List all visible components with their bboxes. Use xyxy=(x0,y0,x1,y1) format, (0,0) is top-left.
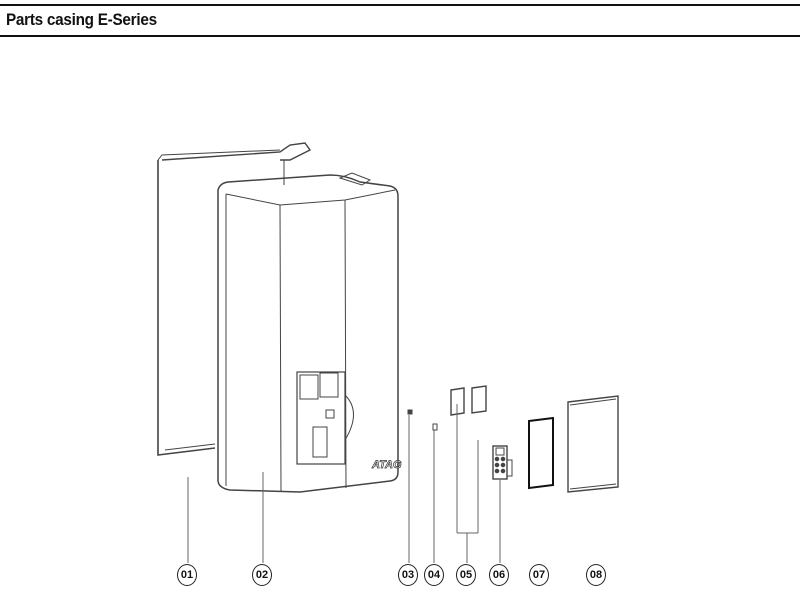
page-title: Parts casing E-Series xyxy=(6,10,157,29)
callout-01: 01 xyxy=(177,564,197,586)
callout-04: 04 xyxy=(424,564,444,586)
part-05-covers xyxy=(450,385,487,416)
part-01-rear-frame xyxy=(157,142,312,456)
callout-07: 07 xyxy=(529,564,549,586)
part-02-main-casing xyxy=(217,172,399,493)
callout-08: 08 xyxy=(586,564,606,586)
callout-03: 03 xyxy=(398,564,418,586)
atag-brand-label: ATAG xyxy=(371,459,402,471)
part-03-screw xyxy=(407,409,413,415)
callout-06: 06 xyxy=(489,564,509,586)
callout-02: 02 xyxy=(252,564,272,586)
part-08-cover-plate xyxy=(567,395,619,493)
part-06-connector xyxy=(492,445,513,480)
part-07-panel xyxy=(528,416,554,490)
callout-05: 05 xyxy=(456,564,476,586)
leader-lines xyxy=(187,404,501,563)
header-rule-bottom xyxy=(0,35,800,37)
part-04-clip xyxy=(432,423,438,431)
header-rule-top xyxy=(0,4,800,6)
